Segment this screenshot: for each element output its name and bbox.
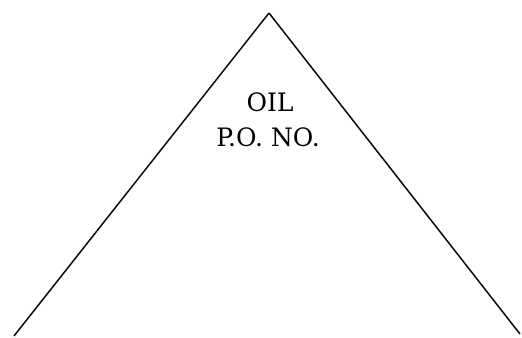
label-line-oil: OIL xyxy=(247,88,294,117)
label-line-po-number: P.O. NO. xyxy=(216,123,319,152)
triangle-right-edge xyxy=(268,12,521,335)
triangle-left-edge xyxy=(13,12,270,337)
